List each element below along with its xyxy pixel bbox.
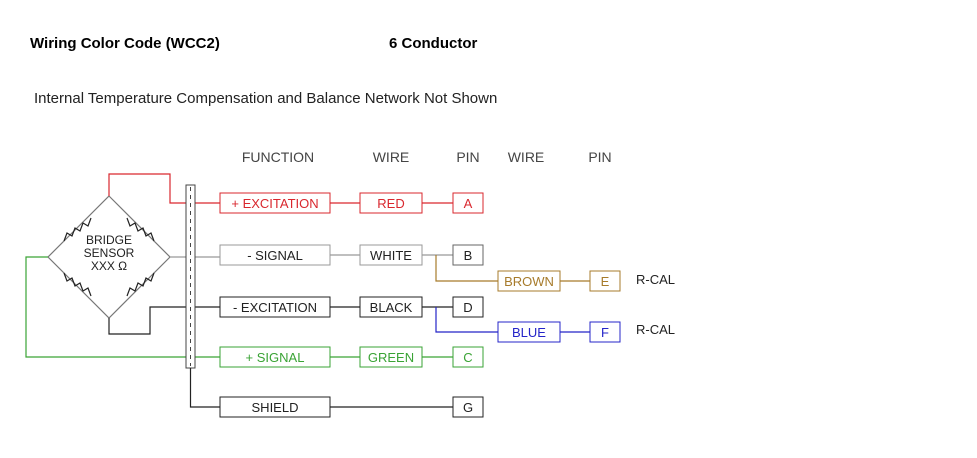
- function-label: SHIELD: [252, 400, 299, 415]
- row-shield: SHIELD G: [219, 396, 484, 418]
- bridge-label-line3: XXX Ω: [91, 259, 127, 273]
- function-label: - SIGNAL: [247, 248, 303, 263]
- wire-label: BLUE: [512, 325, 546, 340]
- resistor-icon: [63, 217, 92, 242]
- column-header-wire: WIRE: [373, 149, 410, 165]
- function-label: - EXCITATION: [233, 300, 317, 315]
- column-header-rcal-wire: WIRE: [508, 149, 545, 165]
- column-header-pin: PIN: [456, 149, 479, 165]
- row-excitation-neg: - EXCITATION BLACK D: [219, 296, 484, 318]
- wire-label: GREEN: [368, 350, 414, 365]
- rcal-blue: BLUE F R-CAL: [435, 307, 675, 343]
- rcal-brown: BROWN E R-CAL: [435, 255, 675, 292]
- pin-label: A: [464, 196, 473, 211]
- wire-signal-pos: [25, 256, 220, 358]
- rcal-note: R-CAL: [636, 322, 675, 337]
- conductor-count: 6 Conductor: [389, 35, 478, 52]
- wire-label: BLACK: [370, 300, 413, 315]
- wire-label: WHITE: [370, 248, 412, 263]
- row-signal-pos: + SIGNAL GREEN C: [219, 346, 484, 368]
- diagram-title: Wiring Color Code (WCC2): [30, 35, 220, 52]
- column-header-function: FUNCTION: [242, 149, 314, 165]
- diagram-subtitle: Internal Temperature Compensation and Ba…: [34, 90, 498, 107]
- pin-label: E: [601, 274, 610, 289]
- wire-label: BROWN: [504, 274, 554, 289]
- pin-label: G: [463, 400, 473, 415]
- row-excitation-pos: + EXCITATION RED A: [219, 192, 484, 214]
- function-label: + SIGNAL: [246, 350, 305, 365]
- pin-label: F: [601, 325, 609, 340]
- wire-excitation-pos: [108, 173, 220, 204]
- wire-label: RED: [377, 196, 404, 211]
- pin-label: B: [464, 248, 473, 263]
- pin-label: C: [463, 350, 472, 365]
- resistor-icon: [126, 272, 155, 297]
- row-signal-neg: - SIGNAL WHITE B: [219, 244, 484, 266]
- bridge-label-line1: BRIDGE: [86, 233, 132, 247]
- column-header-rcal-pin: PIN: [588, 149, 611, 165]
- resistor-icon: [126, 217, 155, 242]
- cable-shield: [185, 184, 220, 408]
- bridge-sensor: BRIDGE SENSOR XXX Ω: [47, 195, 171, 319]
- bridge-label-line2: SENSOR: [84, 246, 135, 260]
- pin-label: D: [463, 300, 472, 315]
- rcal-note: R-CAL: [636, 272, 675, 287]
- function-label: + EXCITATION: [231, 196, 318, 211]
- wire-excitation-neg: [108, 306, 220, 335]
- resistor-icon: [63, 272, 92, 297]
